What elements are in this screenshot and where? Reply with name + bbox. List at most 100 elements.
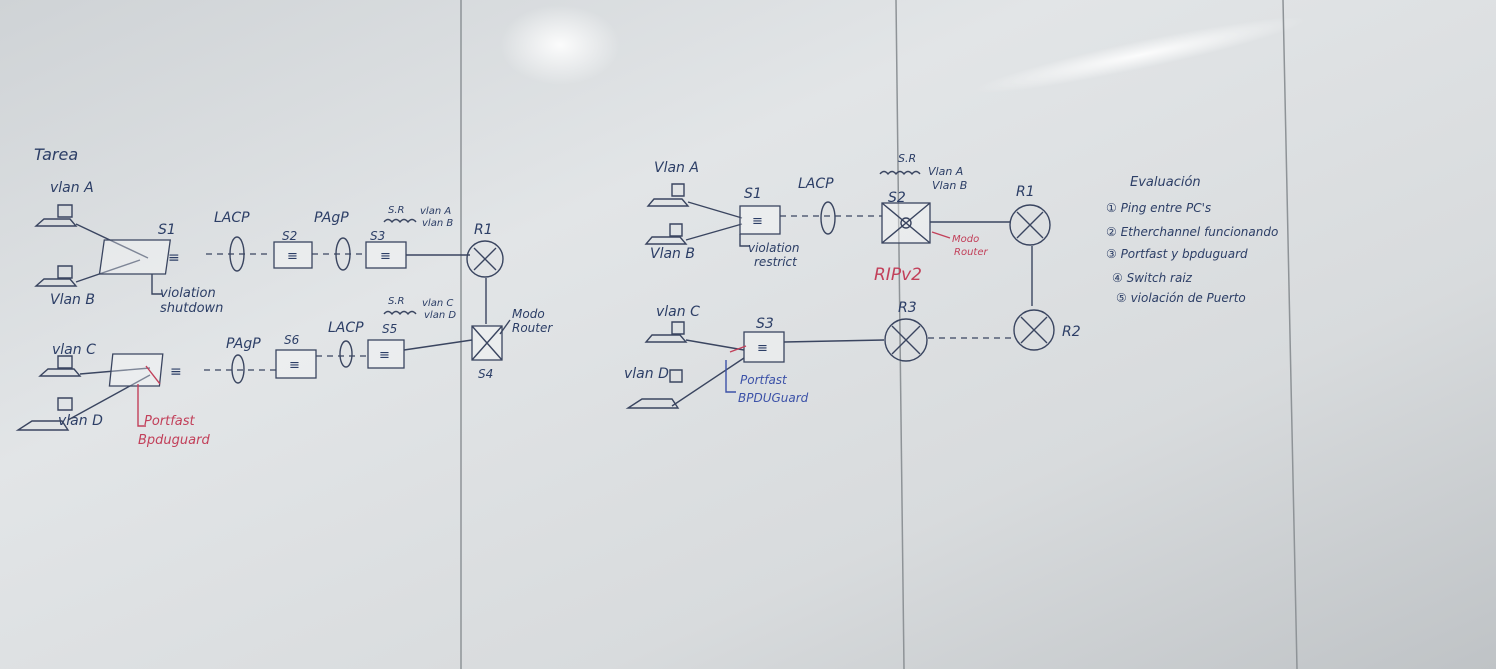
etherchannel-icon <box>231 354 245 384</box>
arrow-icon <box>931 231 951 239</box>
left-vlan-b-label: Vlan B <box>50 292 95 308</box>
pc-icon <box>644 223 688 245</box>
pc-icon <box>34 265 78 287</box>
left-vlan-c-label: vlan C <box>52 342 96 358</box>
right-vlan-d-label: vlan D <box>624 366 669 382</box>
left-sr-bottom-vlan-c: vlan C <box>422 298 453 309</box>
right-router-label: Router <box>954 247 988 258</box>
pc-icon <box>34 204 78 227</box>
switch-s6-icon: ≡ <box>275 349 317 379</box>
link-line <box>67 367 151 421</box>
root-mark-icon <box>383 218 417 224</box>
left-s1-label: S1 <box>158 222 176 238</box>
left-pagp-bottom-label: PAgP <box>226 336 261 352</box>
link-line <box>403 339 473 351</box>
arrow-icon <box>499 319 511 335</box>
evaluation-title: Evaluación <box>1130 175 1201 190</box>
left-vlan-d-label: vlan D <box>58 413 103 429</box>
svg-text:≡: ≡ <box>170 364 182 380</box>
evaluation-item-2: ② Etherchannel funcionando <box>1106 225 1278 239</box>
right-bpduguard-label: BPDUGuard <box>738 391 809 405</box>
left-s3-label: S3 <box>370 229 385 243</box>
router-r1-right-icon <box>1009 204 1051 246</box>
right-rip-label: RIPv2 <box>874 265 922 285</box>
left-violation-label: violation <box>160 286 216 301</box>
left-bpduguard-label: Bpduguard <box>138 433 210 448</box>
red-mark <box>145 365 161 385</box>
link-line <box>783 339 885 343</box>
left-sr-top-vlan-a: vlan A <box>420 206 451 217</box>
svg-text:≡: ≡ <box>379 348 390 363</box>
left-s2-label: S2 <box>282 229 297 243</box>
etherchannel-icon <box>820 201 836 235</box>
left-lacp-label: LACP <box>214 210 250 226</box>
router-r1-icon <box>466 240 504 278</box>
switch-s2-right-icon <box>881 202 931 244</box>
left-sr-top-vlan-b: vlan B <box>422 218 453 229</box>
left-sr-top-label: S.R <box>388 205 404 216</box>
right-vlan-b-label: Vlan B <box>650 246 695 262</box>
left-router-label: Router <box>512 321 553 335</box>
router-r3-icon <box>884 318 928 362</box>
switch-s4-left-icon: ≡ <box>108 353 182 387</box>
left-modo-label: Modo <box>512 307 545 321</box>
right-sr-vlan-b: Vlan B <box>932 179 967 192</box>
arrow-icon <box>137 384 146 427</box>
right-vlan-a-label: Vlan A <box>654 160 699 176</box>
right-modo-label: Modo <box>952 234 979 245</box>
red-mark <box>729 345 747 353</box>
light-glare <box>500 5 620 85</box>
left-vlan-a-label: vlan A <box>50 180 94 196</box>
left-r1-label: R1 <box>474 222 493 238</box>
left-sr-bottom-vlan-d: vlan D <box>424 310 456 321</box>
evaluation-item-5: ⑤ violación de Puerto <box>1116 291 1246 305</box>
router-r2-icon <box>1013 309 1055 351</box>
link-line <box>685 201 743 241</box>
left-sr-bottom-label: S.R <box>388 296 404 307</box>
switch-s1-icon: ≡ <box>98 239 180 275</box>
left-pagp-top-label: PAgP <box>314 210 349 226</box>
etherchannel-icon <box>339 340 353 368</box>
root-mark-icon <box>879 170 921 176</box>
switch-s3-icon: ≡ <box>365 241 407 269</box>
svg-text:≡: ≡ <box>168 250 180 266</box>
svg-text:≡: ≡ <box>752 214 763 229</box>
svg-text:≡: ≡ <box>757 341 768 356</box>
left-s6-label: S6 <box>284 333 300 347</box>
switch-s2-icon: ≡ <box>273 241 313 269</box>
link-line <box>671 339 745 407</box>
arrow-icon <box>739 234 750 247</box>
svg-text:≡: ≡ <box>287 249 298 264</box>
pc-icon <box>644 321 688 343</box>
evaluation-item-1: ① Ping entre PC's <box>1106 201 1211 215</box>
right-violation-label: violation <box>748 241 799 255</box>
pc-icon <box>646 183 690 207</box>
svg-text:≡: ≡ <box>289 358 300 373</box>
right-lacp-label: LACP <box>798 176 834 192</box>
right-restrict-label: restrict <box>754 255 798 269</box>
left-title: Tarea <box>34 145 78 164</box>
right-vlan-c-label: vlan C <box>656 304 700 320</box>
link-line <box>75 223 149 283</box>
switch-s5-icon: ≡ <box>367 339 405 369</box>
left-lacp-bottom-label: LACP <box>328 320 364 336</box>
right-s3-label: S3 <box>756 316 774 332</box>
switch-s4-router-icon <box>471 325 503 361</box>
left-s5-label: S5 <box>382 322 397 336</box>
right-sr-vlan-a: Vlan A <box>928 165 963 178</box>
evaluation-item-4: ④ Switch raiz <box>1112 271 1193 285</box>
pc-icon <box>15 397 73 431</box>
pc-icon <box>625 369 683 409</box>
right-s2-label: S2 <box>888 190 906 206</box>
right-sr-label: S.R <box>898 152 916 165</box>
evaluation-item-3: ③ Portfast y bpduguard <box>1106 247 1248 261</box>
right-s1-label: S1 <box>744 186 762 202</box>
light-glare <box>973 17 1307 93</box>
svg-text:≡: ≡ <box>380 249 391 264</box>
panel-seam <box>1282 0 1298 669</box>
right-r1-label: R1 <box>1016 184 1035 200</box>
arrow-icon <box>725 360 736 393</box>
root-mark-icon <box>383 310 417 316</box>
